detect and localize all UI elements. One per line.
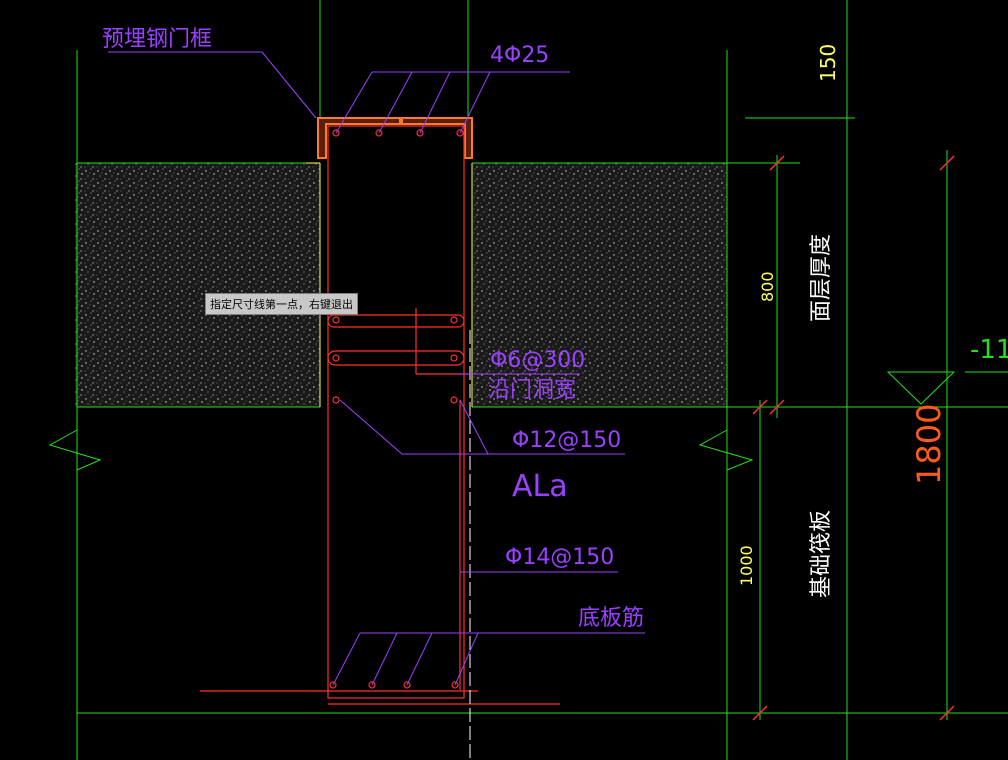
label-side-rebar: Φ12@150	[512, 428, 621, 453]
label-embedded-frame: 预埋钢门框	[102, 27, 212, 52]
label-surface-layer: 面层厚度	[809, 234, 834, 322]
label-bottom-rebar: 底板筋	[578, 606, 644, 631]
rebar-dots	[329, 129, 464, 689]
label-door-width: 沿门洞宽	[488, 378, 576, 403]
dimension-800: 800	[758, 271, 777, 302]
dimension-lines	[759, 150, 948, 720]
yellow-guide-lines	[306, 162, 473, 407]
dimension-150: 150	[816, 44, 840, 82]
rebar-cage	[200, 125, 560, 705]
surface-layer-hatch	[75, 163, 727, 407]
leader-lines	[108, 51, 645, 686]
label-stirrup: Φ6@300	[490, 348, 585, 373]
label-top-rebar: 4Φ25	[490, 43, 549, 68]
dimension-1000: 1000	[737, 545, 756, 586]
dimension-1800: 1800	[910, 404, 948, 485]
structure-outline	[48, 0, 1008, 760]
dimension-ticks	[752, 155, 955, 721]
label-raft: 基础筏板	[809, 510, 834, 598]
label-anchor: ALa	[512, 469, 568, 504]
label-main-rebar: Φ14@150	[505, 545, 614, 570]
elevation-label: -11	[970, 335, 1008, 365]
command-tooltip: 指定尺寸线第一点，右键退出	[205, 293, 358, 315]
